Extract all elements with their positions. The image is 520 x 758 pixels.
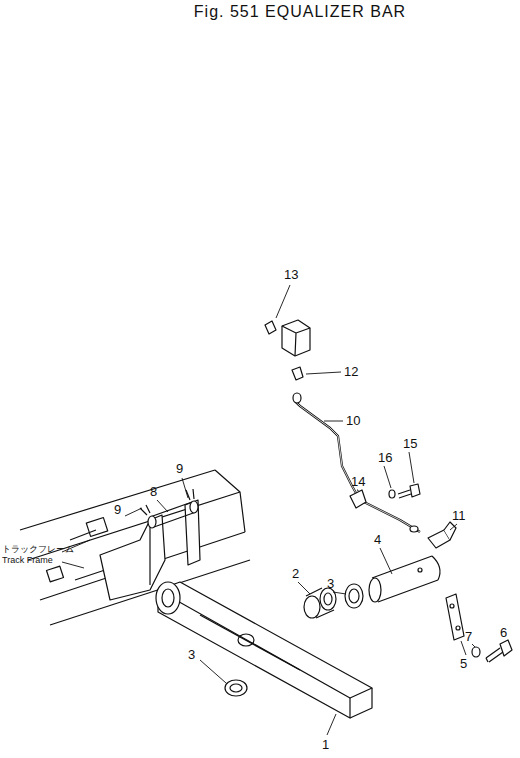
grease-nipple-13: [265, 320, 310, 356]
bolt-15: [398, 484, 420, 498]
callout-number: 13: [284, 268, 298, 281]
callout-number: 9: [176, 462, 183, 475]
callout-number: 10: [346, 414, 360, 427]
pin-4: [369, 556, 440, 602]
callout-number: 4: [374, 533, 381, 546]
bolt-6: [486, 640, 512, 662]
washer-7: [472, 647, 480, 657]
callout-number: 16: [378, 451, 392, 464]
callout-number: 1: [322, 738, 329, 751]
callout-number: 15: [403, 437, 417, 450]
callout-number: 2: [292, 567, 299, 580]
callout-number: 8: [150, 485, 157, 498]
equalizer-bar: [156, 582, 372, 718]
grease-pipe-10: [293, 393, 420, 532]
pin-8: [140, 489, 198, 528]
callout-number: 14: [351, 475, 365, 488]
callout-number: 6: [500, 626, 507, 639]
callout-number: 7: [465, 630, 472, 643]
frame-label: Track Frame: [2, 556, 53, 565]
callout-number: 9: [114, 503, 121, 516]
plate-5: [446, 594, 464, 640]
leader-lines: [62, 285, 475, 735]
frame-label: トラックフレーム: [2, 545, 74, 554]
callout-number: 11: [452, 509, 466, 522]
seal-3-upper: [345, 584, 363, 608]
callout-number: 3: [188, 648, 195, 661]
elbow-11: [428, 522, 456, 548]
seal-3-lower: [225, 680, 247, 696]
washer-16: [389, 490, 395, 498]
figure-title: Fig. 551 EQUALIZER BAR: [194, 3, 406, 21]
callout-number: 5: [460, 657, 467, 670]
callout-number: 12: [344, 365, 358, 378]
fitting-12: [292, 367, 303, 380]
callout-number: 3: [327, 577, 334, 590]
clamp-14: [350, 490, 366, 508]
